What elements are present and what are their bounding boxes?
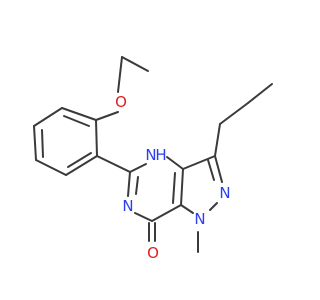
bond-ethyl	[121, 56, 149, 72]
bond-benzene-5	[65, 155, 98, 176]
atom-nh-n: N	[145, 146, 156, 164]
bond-n6-c5	[127, 171, 131, 197]
atom-nh-h: H	[155, 146, 166, 164]
atom-o-carbonyl: O	[147, 244, 159, 262]
bond-benzene-double-1	[63, 115, 90, 127]
atom-labels: O N H N N N O	[115, 93, 231, 262]
bond-c3a-c7a	[180, 168, 184, 206]
bond-aryl-c5	[96, 155, 131, 173]
bond-propyl-3	[247, 83, 273, 104]
bond-c3-n2-double	[207, 159, 215, 181]
chemical-structure: O N H N N N O	[33, 56, 273, 262]
bond-propyl-1	[214, 123, 221, 157]
bond-benzene-4	[35, 159, 67, 176]
atom-n-methyl: N	[194, 210, 205, 228]
bond-lines	[33, 56, 273, 253]
atom-o-ether: O	[115, 93, 127, 111]
bond-c3-n2	[214, 155, 223, 183]
bond-c3a-c3	[182, 155, 216, 170]
bond-benzene-double-2	[41, 129, 44, 158]
bond-n4-c3a	[166, 156, 184, 170]
bond-n1-n2	[209, 202, 218, 211]
bond-benzene-6	[95, 119, 98, 157]
bond-benzene-double-3	[67, 152, 92, 168]
bond-c7a-c7	[151, 204, 182, 222]
bond-benzene-3	[33, 125, 37, 161]
bond-ch2-o	[117, 56, 123, 93]
atom-n-pyrazole: N	[219, 184, 230, 202]
bond-n1-c7a	[180, 204, 194, 214]
bond-propyl-2	[219, 102, 249, 125]
bond-benzene-1	[61, 107, 97, 121]
bond-c7-n6	[134, 212, 153, 222]
bond-c5-n4	[129, 163, 147, 173]
bond-o-aryl	[95, 111, 119, 121]
atom-n-left: N	[122, 197, 133, 215]
bond-c7a-c3a-double	[172, 172, 176, 204]
bond-benzene-2	[33, 107, 63, 127]
bond-n6-c5-double	[135, 176, 139, 195]
